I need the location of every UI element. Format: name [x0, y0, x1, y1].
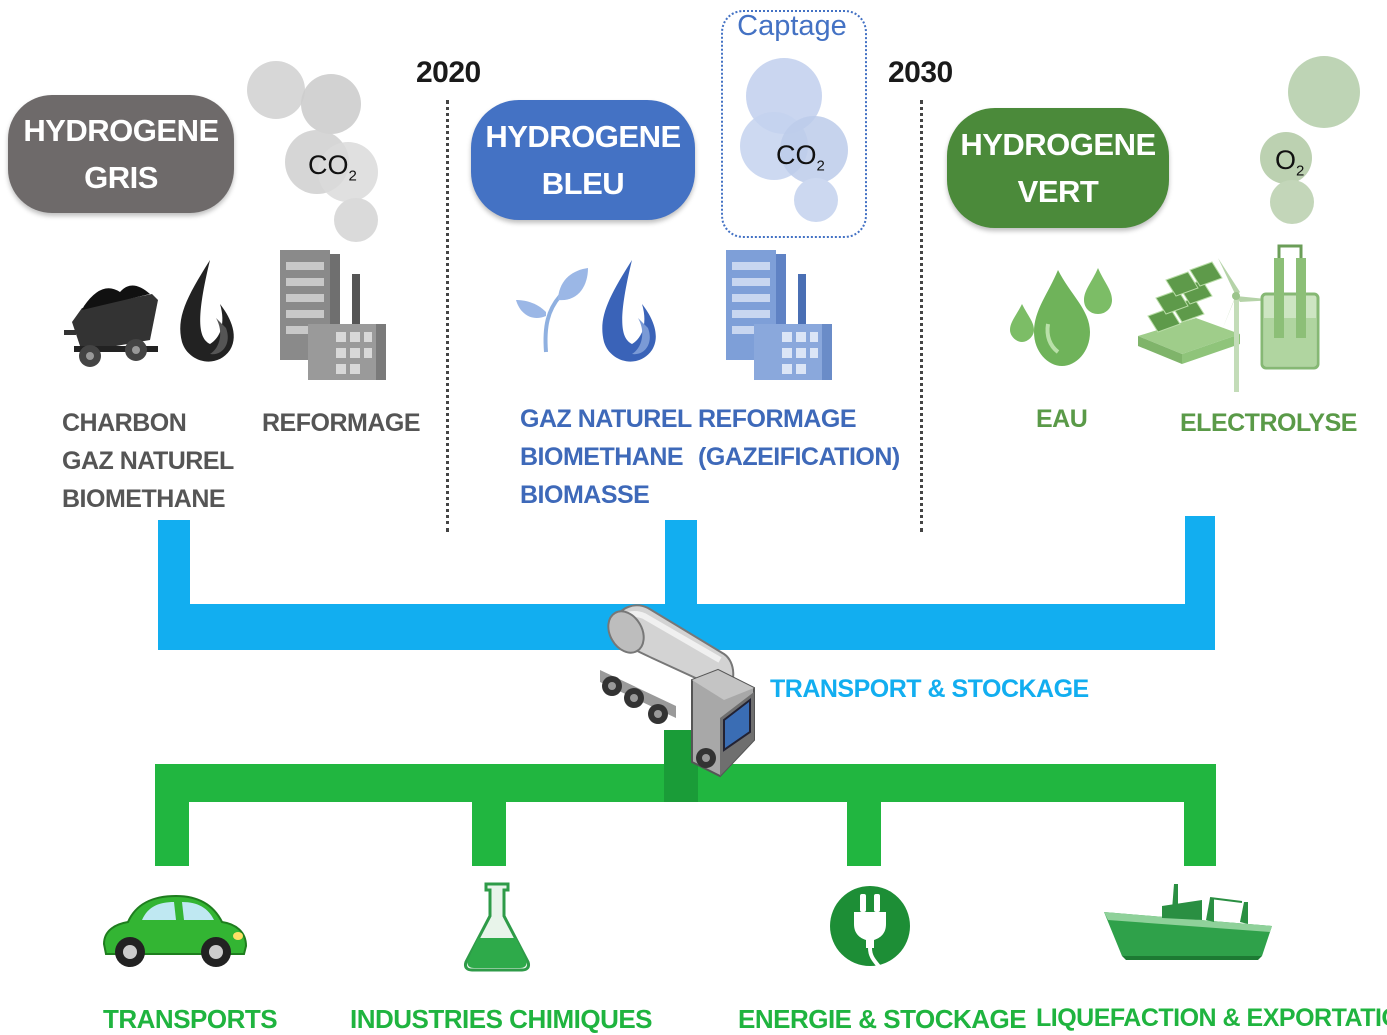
year-2020: 2020 [416, 56, 481, 89]
process-gris: REFORMAGE [262, 409, 421, 437]
co2-cloud-icon [247, 61, 378, 242]
water-drops-icon [1010, 268, 1112, 366]
flame-icon-blue [602, 260, 656, 362]
co2-label-bleu: CO2 [776, 140, 825, 175]
flame-icon [180, 260, 234, 362]
solar-wind-electrolysis-icon [1138, 244, 1320, 392]
use-liquefaction-exportation: LIQUEFACTION & EXPORTATION [1036, 1004, 1387, 1032]
leaf-icon [516, 268, 588, 353]
use-energie-stockage: ENERGIE & STOCKAGE [738, 1004, 1027, 1034]
factory-icon [280, 250, 386, 380]
capture-label: Captage [737, 10, 847, 42]
o2-label: O2 [1275, 145, 1305, 180]
capture-box [721, 10, 867, 238]
o2-cloud-icon [1260, 56, 1360, 224]
year-2030: 2030 [888, 56, 953, 89]
use-transports: TRANSPORTS [103, 1004, 278, 1034]
transport-stockage-label: TRANSPORT & STOCKAGE [770, 675, 1089, 703]
sources-bleu: GAZ NATUREL BIOMETHANE BIOMASSE [520, 405, 692, 509]
process-bleu: REFORMAGE (GAZEIFICATION) [698, 405, 900, 471]
separator-2030 [920, 100, 923, 532]
factory-icon-blue [726, 250, 832, 380]
ship-icon [1104, 884, 1272, 960]
source-vert: EAU [1036, 405, 1088, 433]
use-industries-chimiques: INDUSTRIES CHIMIQUES [350, 1004, 653, 1034]
co2-capture-cloud-icon [740, 58, 848, 222]
tanker-truck-icon [600, 604, 755, 778]
car-icon [102, 894, 248, 967]
separator-2020 [446, 100, 449, 532]
sources-gris: CHARBON GAZ NATUREL BIOMETHANE [62, 409, 234, 513]
power-plug-icon [830, 886, 910, 970]
flask-icon [464, 882, 530, 972]
co2-label-gris: CO2 [308, 150, 357, 185]
coal-wagon-icon [64, 285, 158, 367]
process-vert: ELECTROLYSE [1180, 409, 1357, 437]
